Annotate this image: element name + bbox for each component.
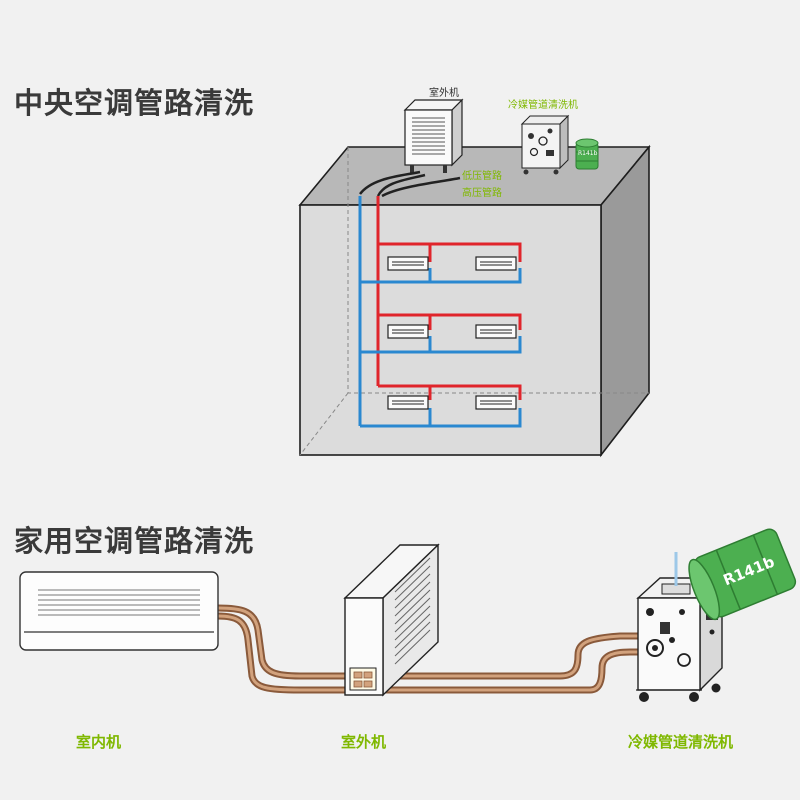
central-ac-title: 中央空调管路清洗 [14,86,255,120]
building [298,144,651,458]
floor-pipe-loops [360,242,522,428]
indoor-unit-caption: 室内机 [76,733,122,751]
cleaner-machine-caption: 冷媒管道清洗机 [628,733,734,751]
outdoor-unit-caption: 室外机 [341,733,387,751]
low-pressure-label: 低压管路 [462,171,502,182]
central-solvent-drum [575,138,599,170]
central-outdoor-unit [403,98,464,173]
home-indoor-unit [19,571,219,651]
central-cleaner-machine [520,114,570,175]
home-cleaner-machine [636,552,724,702]
home-solvent-drum [688,528,797,621]
central-cleaner-label: 冷媒管道清洗机 [508,100,578,111]
home-ac-title: 家用空调管路清洗 [14,524,255,558]
home-copper-pipes [214,604,656,694]
home-outdoor-unit [343,543,440,697]
central-drum-label: R141b [578,150,598,157]
high-pressure-label: 高压管路 [462,188,502,199]
central-outdoor-unit-label: 室外机 [429,88,459,99]
indoor-units [387,256,517,410]
roof-pipes [359,170,461,198]
